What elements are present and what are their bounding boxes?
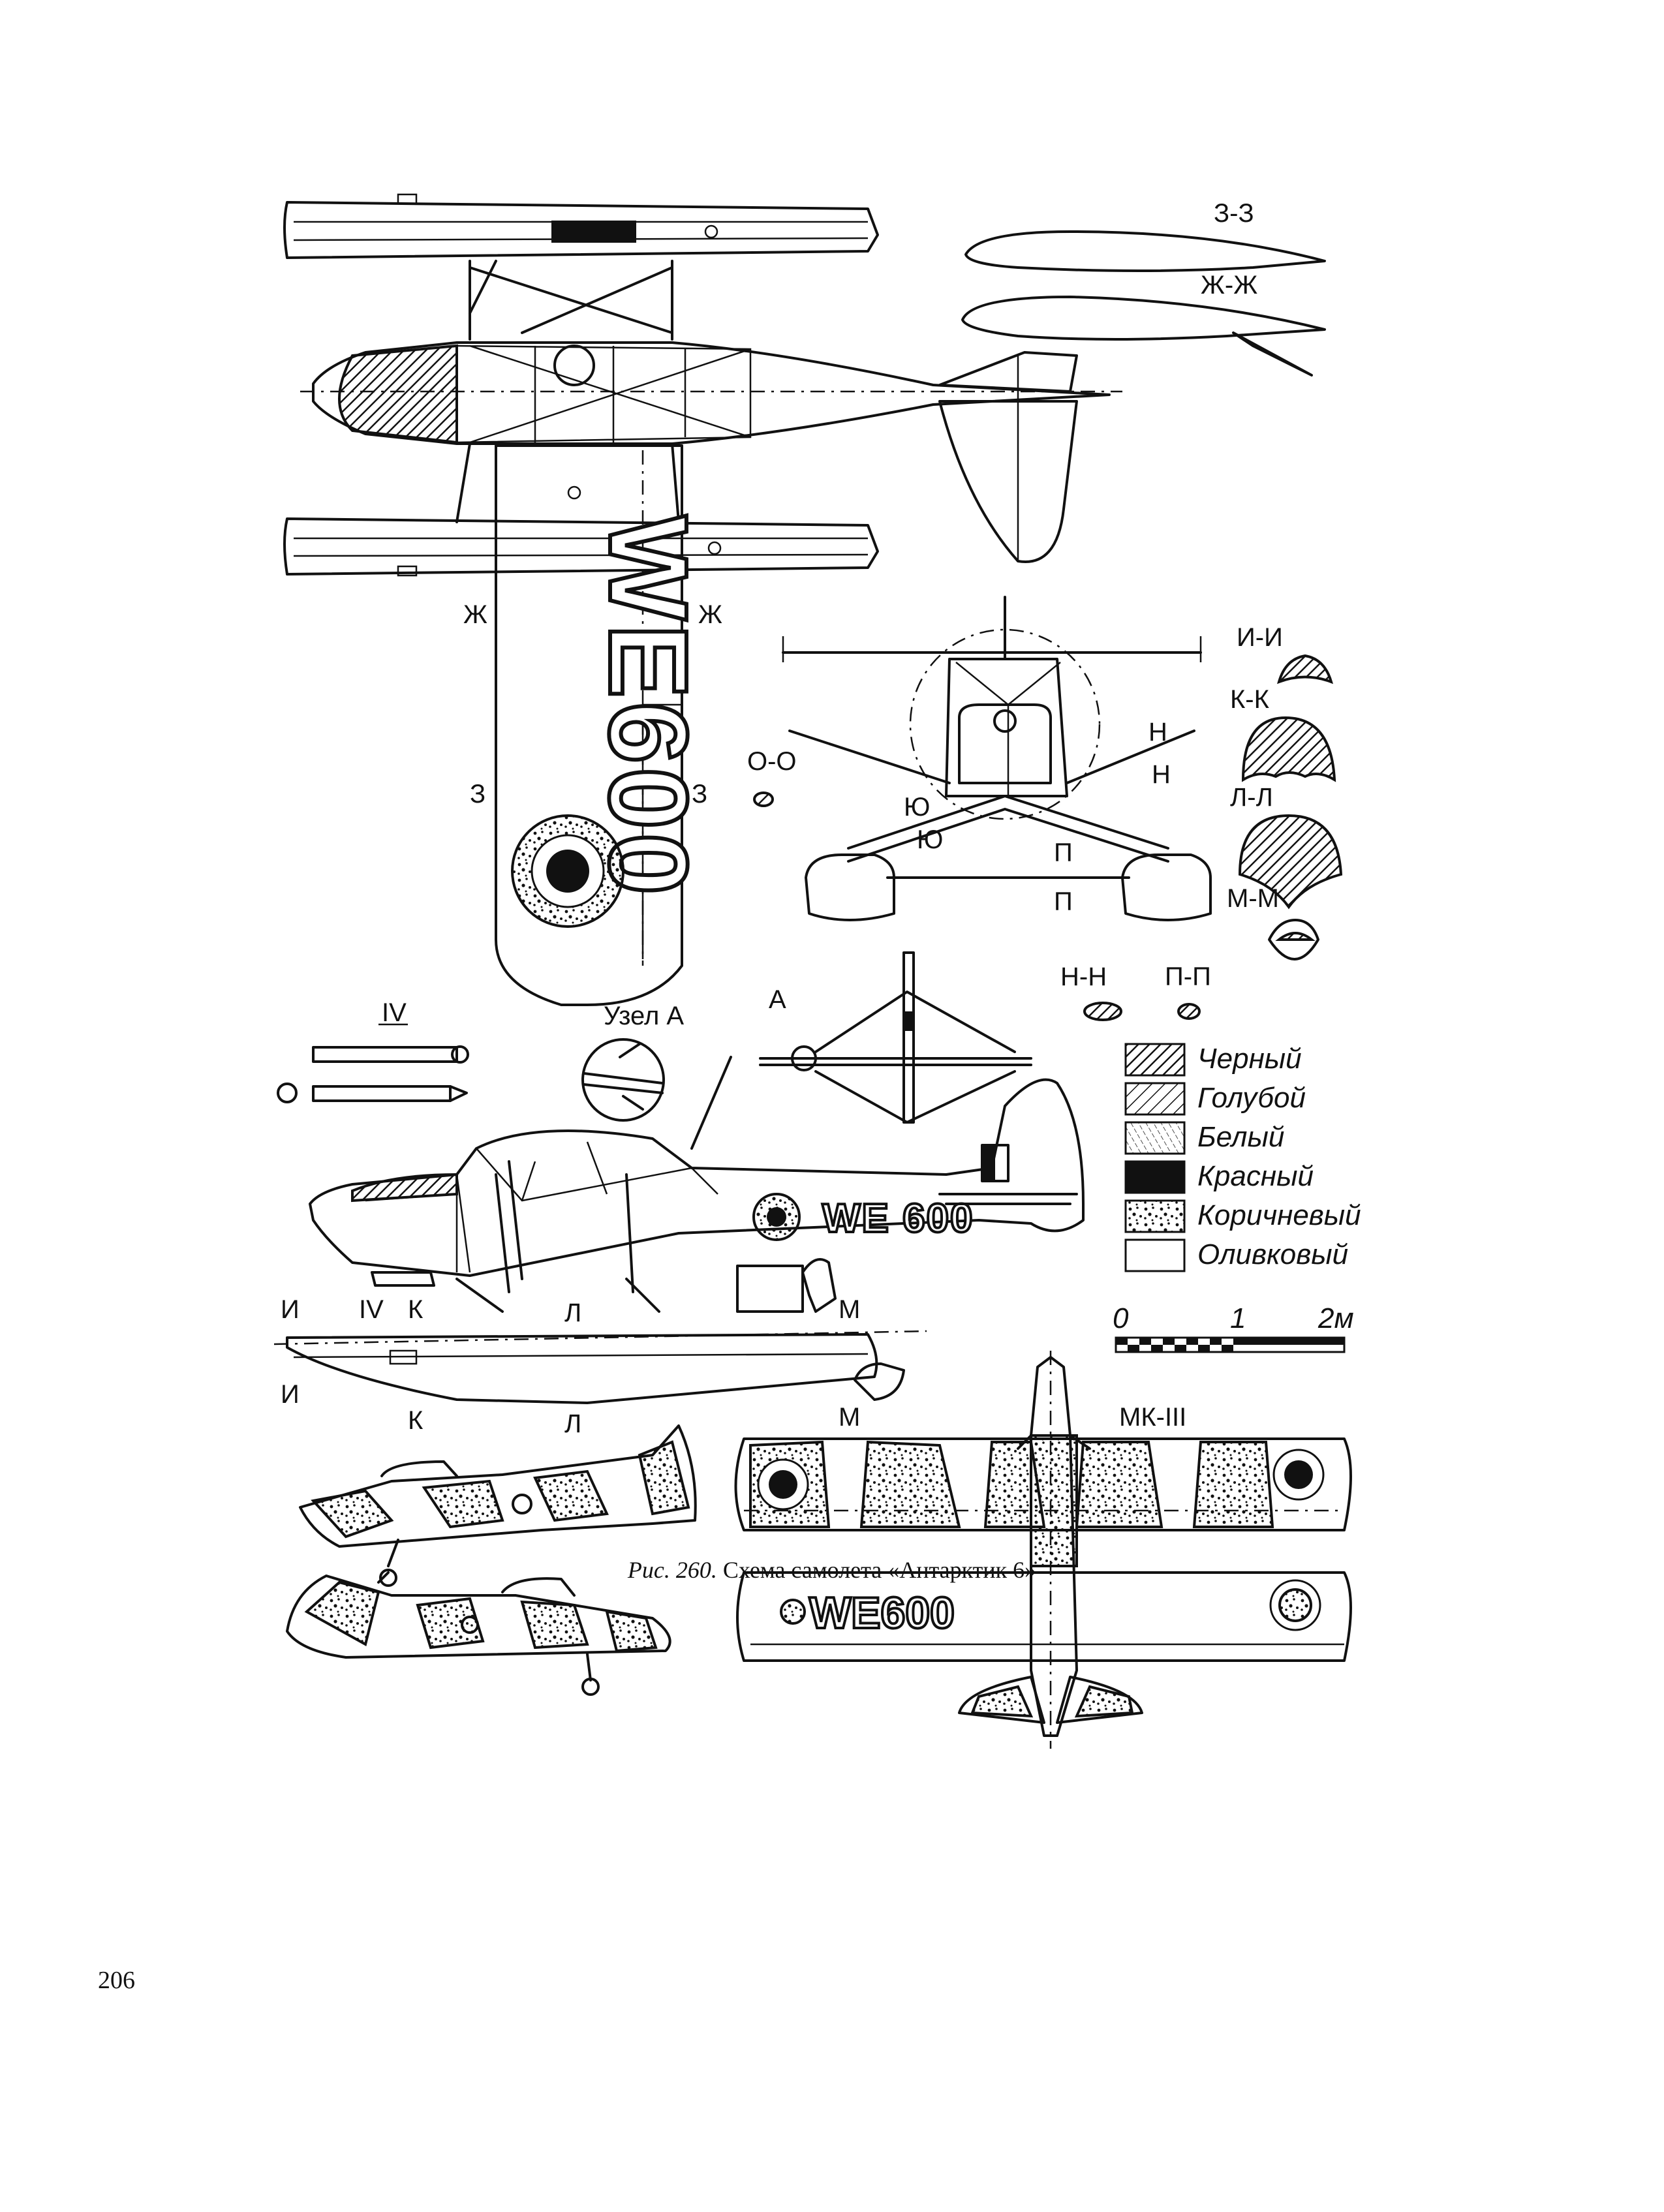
color-legend: Черный Голубой Белый Красный Коричневый … <box>1124 1043 1361 1272</box>
section-label-z: З-З <box>1214 199 1254 228</box>
scale-tick-2: 2м <box>1317 1302 1354 1334</box>
page-number: 206 <box>98 1967 135 1994</box>
cut-k-lower: К <box>408 1406 424 1435</box>
section-label-m: М-М <box>1227 884 1279 913</box>
variant-label: МК-III <box>1119 1403 1186 1432</box>
legend-label-white: Белый <box>1197 1121 1284 1153</box>
section-label-k: К-К <box>1230 685 1270 714</box>
top-float-struts <box>455 260 680 523</box>
mk3-side-upper <box>299 1424 697 1587</box>
cut-yu-front-2: Ю <box>917 825 943 854</box>
float-sections: И-И К-К Л-Л М-М <box>1227 623 1343 960</box>
legend-swatch-blue <box>1124 1082 1186 1116</box>
cut-m-lower: М <box>839 1403 860 1432</box>
caption-text: Схема самолета «Антарктик 6» <box>722 1557 1037 1583</box>
legend-swatch-brown <box>1124 1199 1186 1233</box>
legend-label-olive: Оливковый <box>1197 1238 1348 1270</box>
legend-label-red: Красный <box>1197 1160 1314 1192</box>
legend-label-brown: Коричневый <box>1197 1199 1361 1231</box>
legend-swatch-white <box>1124 1121 1186 1155</box>
cut-p-front-2: П <box>1054 887 1073 916</box>
detail-iv: IV <box>277 998 469 1103</box>
section-label-zh: Ж-Ж <box>1201 271 1257 300</box>
section-label-o: О-О <box>747 747 797 776</box>
top-fuselage <box>300 341 1122 445</box>
cut-i-lower: И <box>281 1380 300 1409</box>
top-wing: WE600 <box>495 444 712 1006</box>
tailplane-detail: А <box>759 951 1032 1124</box>
top-tail <box>938 351 1078 563</box>
mk3-plan-view: МК-III WE600 <box>734 1351 1352 1749</box>
top-float-upper <box>283 193 879 259</box>
cut-p-front-1: П <box>1054 838 1073 867</box>
top-view: WE600 Ж Ж З З <box>283 193 1122 1006</box>
cut-n-front-1: Н <box>1148 718 1167 746</box>
cut-l-lower: Л <box>564 1409 581 1438</box>
cut-l-upper: Л <box>564 1298 581 1327</box>
cut-zh-left: Ж <box>463 600 487 629</box>
detail-letter-a: А <box>769 985 786 1014</box>
section-label-n: Н-Н <box>1060 962 1107 991</box>
detail-iv-label: IV <box>382 998 407 1027</box>
cut-zh-right: Ж <box>698 600 722 629</box>
mk3-wing-registration: WE600 <box>809 1588 955 1638</box>
detail-uzel-label: Узел А <box>604 1002 684 1030</box>
figure-caption: Рис. 260. Схема самолета «Антарктик 6» <box>0 1556 1664 1584</box>
legend-label-blue: Голубой <box>1197 1082 1306 1114</box>
caption-prefix: Рис. 260. <box>627 1557 717 1583</box>
cut-i-upper: И <box>281 1295 300 1324</box>
section-label-i: И-И <box>1237 623 1283 652</box>
cut-k-upper: К <box>408 1295 424 1324</box>
side-registration: WE 600 <box>822 1196 974 1241</box>
side-view: WE 600 И И IV К К Л Л М М <box>273 1056 1085 1438</box>
legend-label-black: Черный <box>1197 1043 1302 1075</box>
cut-iv-side: IV <box>359 1295 384 1324</box>
cut-yu-front-1: Ю <box>904 793 930 822</box>
scale-tick-1: 1 <box>1230 1302 1246 1334</box>
section-label-p: П-П <box>1165 962 1211 991</box>
cut-m-upper: М <box>839 1295 860 1324</box>
detail-uzel-a: Узел А <box>581 1002 684 1122</box>
cut-n-front-2: Н <box>1152 760 1171 789</box>
cut-z-right: З <box>692 780 707 808</box>
airfoil-sections: З-З Ж-Ж <box>961 199 1326 376</box>
scale-bar: 0 1 2м <box>1113 1302 1354 1353</box>
cut-z-left: З <box>470 780 485 808</box>
legend-swatch-olive <box>1124 1238 1186 1272</box>
section-label-l: Л-Л <box>1230 783 1273 812</box>
legend-swatch-red <box>1124 1160 1186 1194</box>
legend-swatch-black <box>1124 1043 1186 1077</box>
front-view: Н Н Ю Ю П П <box>782 596 1212 921</box>
scale-tick-0: 0 <box>1113 1302 1129 1334</box>
mk3-side-lower <box>286 1575 671 1696</box>
top-float-lower <box>283 517 879 577</box>
